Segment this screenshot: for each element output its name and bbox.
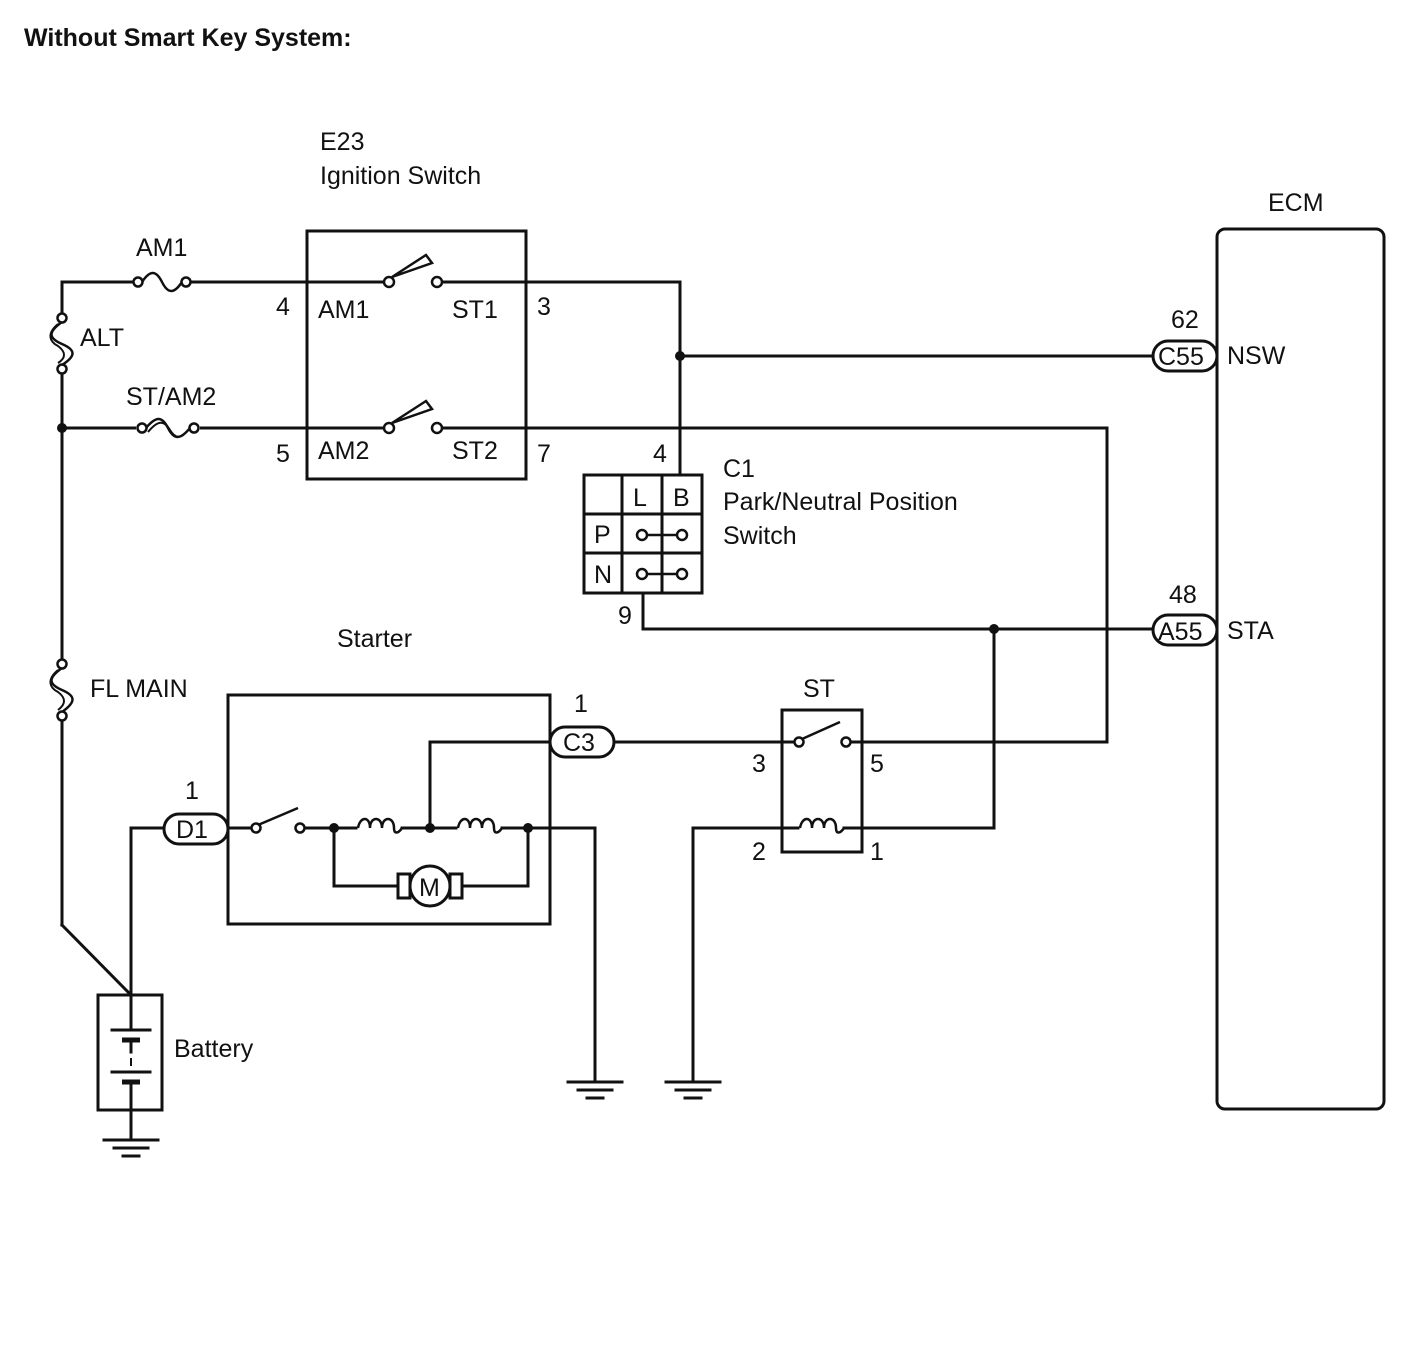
connector-c3-pin: 1 (574, 690, 588, 718)
ignition-switch-name: Ignition Switch (320, 162, 481, 190)
park-neutral-switch: C1 Park/Neutral Position Switch L B P N … (582, 440, 958, 630)
fuse-fl-main-label: FL MAIN (90, 675, 188, 703)
pin-number-7: 7 (537, 440, 551, 468)
pnp-pin-9: 9 (618, 602, 632, 630)
pnp-row-n: N (594, 561, 612, 589)
pin-label-st2: ST2 (452, 437, 498, 465)
battery-label: Battery (174, 1035, 254, 1063)
ecm-pin-62: 62 (1171, 306, 1199, 334)
st-relay-pin-3: 3 (752, 750, 766, 778)
ecm-pin-48: 48 (1169, 581, 1197, 609)
connector-d1-pin: 1 (185, 777, 199, 805)
ecm: ECM C55 62 NSW A55 48 STA (1151, 189, 1386, 1111)
pin-number-4: 4 (276, 293, 290, 321)
ecm-sta-label: STA (1227, 617, 1274, 645)
ignition-switch: E23 Ignition Switch AM1 ST1 AM2 ST2 4 3 … (60, 128, 1109, 481)
diagram-title: Without Smart Key System: (24, 24, 352, 52)
pin-number-3: 3 (537, 293, 551, 321)
motor-label: M (419, 874, 440, 902)
pnp-switch-name-1: Park/Neutral Position (723, 488, 958, 516)
fuse-am1-label: AM1 (136, 234, 187, 262)
ignition-switch-code: E23 (320, 128, 364, 156)
starter: Starter D1 1 M C3 1 (162, 625, 616, 926)
connector-c3: C3 (563, 729, 595, 757)
st-relay-pin-2: 2 (752, 838, 766, 866)
pin-number-5: 5 (276, 440, 290, 468)
battery: Battery (96, 993, 254, 1158)
starter-label: Starter (337, 625, 412, 653)
fuse-st-am2-label: ST/AM2 (126, 383, 216, 411)
st-relay-pin-5: 5 (870, 750, 884, 778)
pin-label-am2: AM2 (318, 437, 369, 465)
connector-c55: C55 (1158, 343, 1204, 371)
st-relay-pin-1: 1 (870, 838, 884, 866)
connector-a55: A55 (1158, 618, 1202, 646)
power-bus: AM1 ALT ST/AM2 FL MAIN (49, 234, 309, 998)
pnp-switch-code: C1 (723, 455, 755, 483)
st-relay-label: ST (803, 675, 835, 703)
pnp-col-b: B (673, 484, 690, 512)
fuse-alt-label: ALT (80, 324, 124, 352)
ecm-nsw-label: NSW (1227, 342, 1286, 370)
connector-d1: D1 (176, 816, 208, 844)
pin-label-st1: ST1 (452, 296, 498, 324)
pnp-switch-name-2: Switch (723, 522, 797, 550)
pnp-row-p: P (594, 521, 611, 549)
pnp-pin-4: 4 (653, 440, 667, 468)
pnp-col-l: L (633, 484, 647, 512)
ecm-label: ECM (1268, 189, 1324, 217)
st-relay: ST 3 5 2 1 (612, 675, 1109, 866)
pin-label-am1: AM1 (318, 296, 369, 324)
